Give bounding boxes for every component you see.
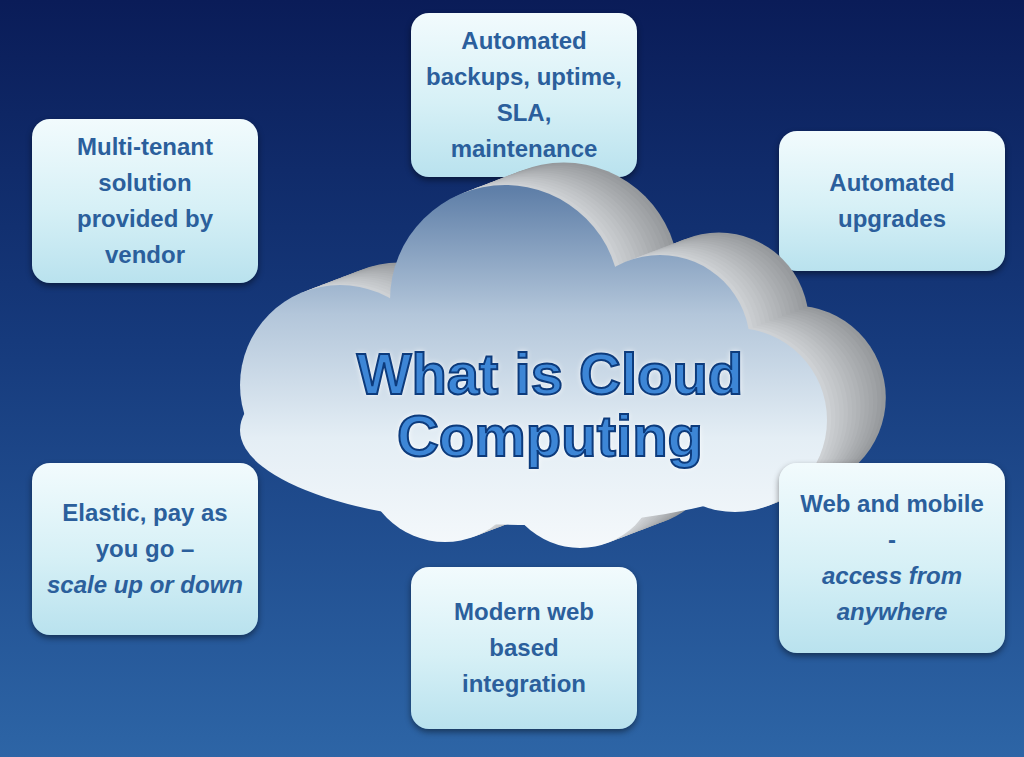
feature-box: Web and mobile -access from anywhere — [779, 463, 1005, 653]
feature-text: Modern web based integration — [425, 594, 623, 702]
feature-text: Elastic, pay as you go – — [46, 495, 244, 567]
feature-box: Modern web based integration — [411, 567, 637, 729]
cloud-node: What is Cloud Computing — [230, 180, 870, 550]
feature-box: Multi-tenant solution provided by vendor — [32, 119, 258, 283]
feature-text: Automated backups, uptime, SLA, maintena… — [425, 23, 623, 167]
cloud-title: What is Cloud Computing — [280, 343, 820, 467]
feature-text: Web and mobile - — [793, 486, 991, 558]
feature-box: Automated backups, uptime, SLA, maintena… — [411, 13, 637, 177]
feature-text: access from anywhere — [793, 558, 991, 630]
feature-text: Multi-tenant solution provided by vendor — [46, 129, 244, 273]
feature-text: Automated upgrades — [793, 165, 991, 237]
feature-box: Elastic, pay as you go –scale up or down — [32, 463, 258, 635]
feature-box: Automated upgrades — [779, 131, 1005, 271]
feature-text: scale up or down — [47, 567, 243, 603]
